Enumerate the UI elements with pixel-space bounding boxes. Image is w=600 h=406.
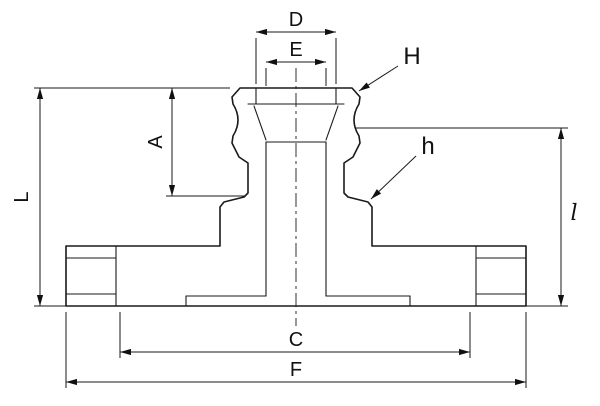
- dim-label-F: F: [290, 359, 302, 381]
- dimension-E: E: [265, 39, 327, 86]
- nut-internal-detail: [247, 87, 345, 143]
- dim-label-l: l: [570, 201, 577, 226]
- dimension-L: L: [11, 88, 66, 307]
- dimension-H: H: [358, 43, 421, 92]
- dim-label-h: h: [421, 133, 434, 160]
- dim-label-L: L: [11, 191, 33, 202]
- dimension-h: h: [370, 133, 435, 200]
- dimension-A: A: [34, 87, 246, 197]
- dimension-C: C: [119, 312, 471, 358]
- bottom-recess: [185, 295, 411, 307]
- dim-label-E: E: [289, 39, 302, 61]
- dimension-D: D: [255, 9, 337, 84]
- dim-label-A: A: [145, 135, 167, 149]
- dim-label-D: D: [289, 9, 303, 31]
- dim-label-H: H: [403, 43, 420, 70]
- flange-end-blocks: [65, 245, 527, 307]
- dimension-l: l: [356, 127, 578, 307]
- part-geometry: [65, 68, 527, 326]
- dim-label-C: C: [289, 329, 303, 351]
- dimension-F: F: [65, 312, 527, 388]
- bore-walls: [265, 141, 327, 297]
